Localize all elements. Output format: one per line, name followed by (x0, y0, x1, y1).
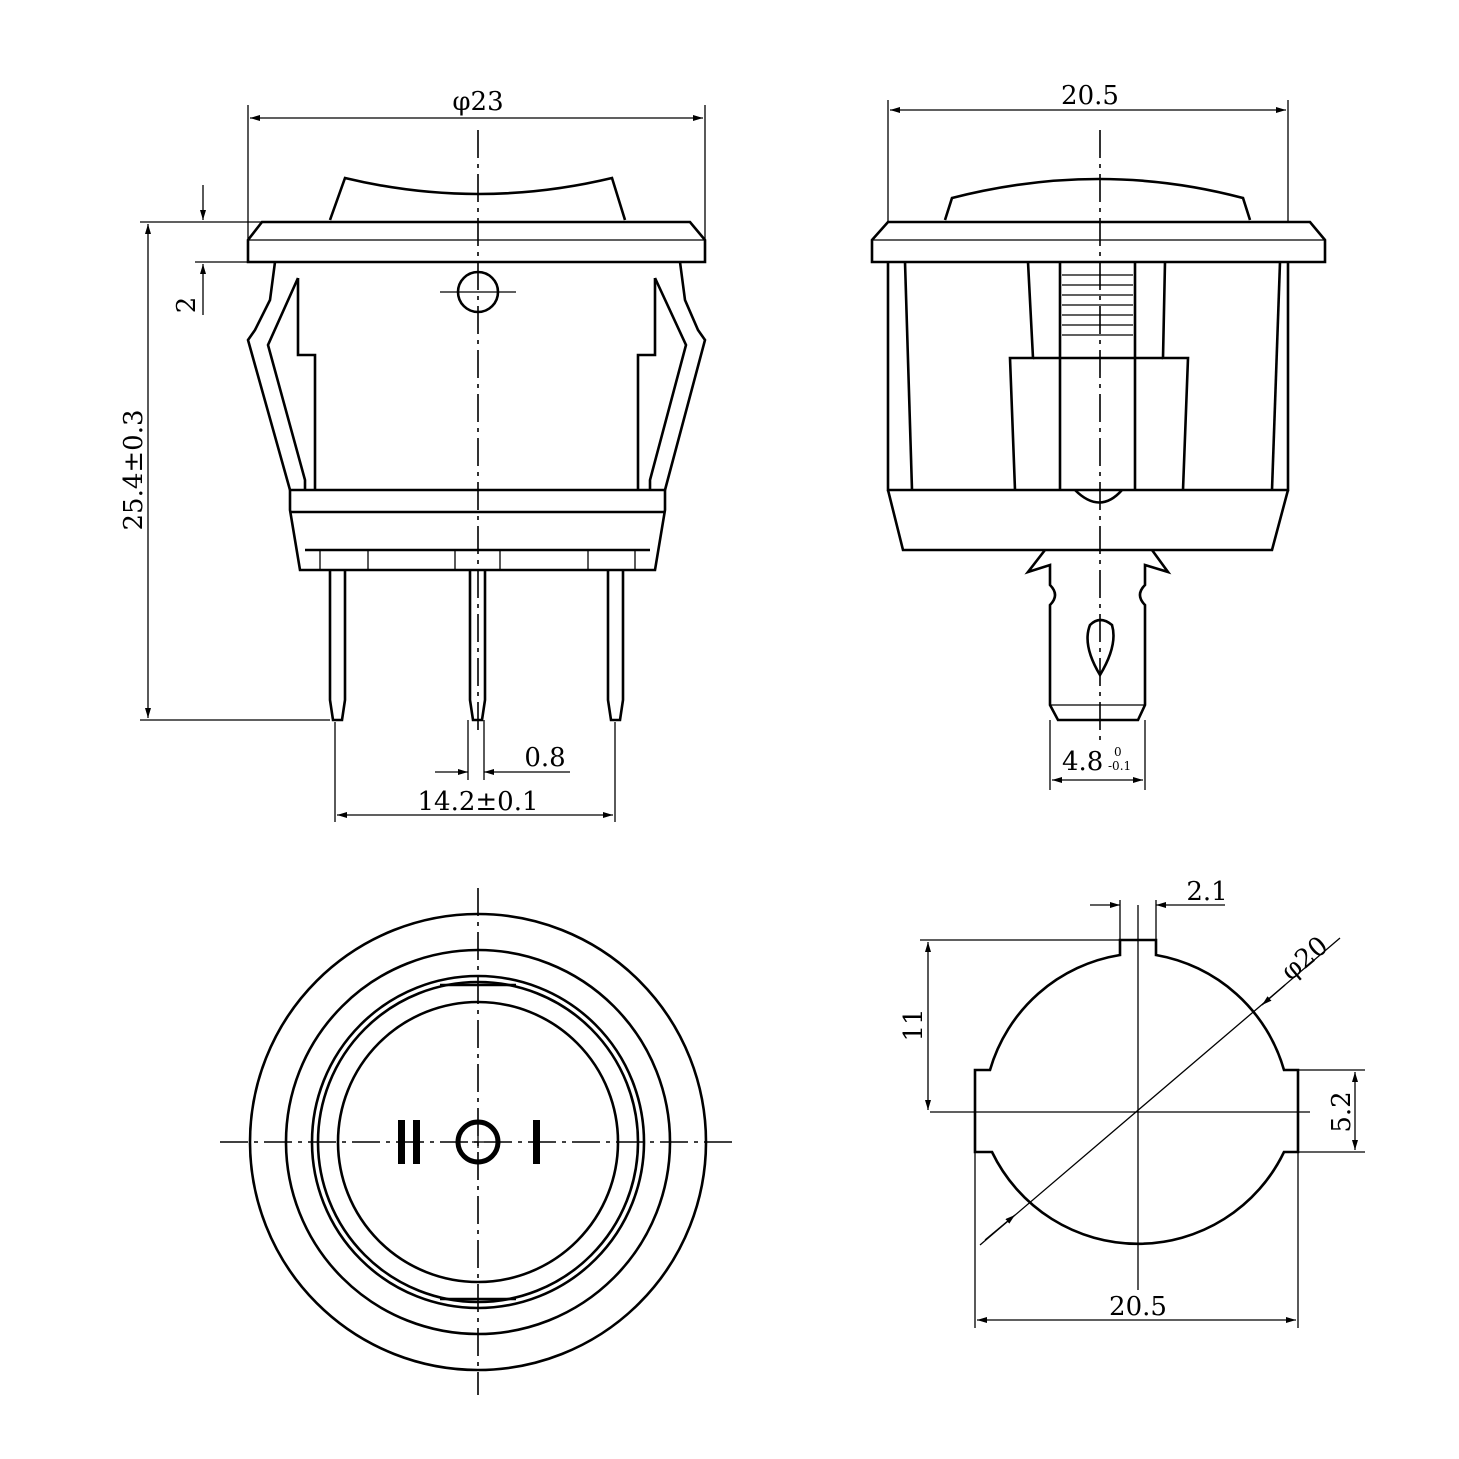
dim-side-notch-5-2: 5.2 (1327, 1091, 1357, 1132)
front-view: φ23 2 25.4±0.3 0.8 14.2±0.1 (119, 87, 707, 822)
dim-pin-0-8: 0.8 (524, 743, 565, 773)
tol-upper: 0 (1114, 745, 1122, 759)
dim-width-20-5: 20.5 (1061, 81, 1119, 111)
panel-cutout: φ20 2.1 11 5.2 20.5 (899, 877, 1365, 1328)
dim-flange-2: 2 (172, 297, 202, 314)
dim-pitch-14-2: 14.2±0.1 (417, 787, 538, 817)
side-view: 20.5 4.8 0 -0.1 (870, 81, 1327, 790)
grip-lines (1062, 274, 1133, 336)
dim-width-20-5-cutout: 20.5 (1109, 1292, 1167, 1322)
dim-notch-2-1: 2.1 (1186, 877, 1227, 907)
dim-terminal-4-8: 4.8 (1062, 747, 1103, 777)
dim-height-11: 11 (899, 1008, 929, 1041)
top-view (220, 888, 735, 1395)
dim-diameter-20: φ20 (1276, 931, 1335, 987)
tol-lower: -0.1 (1108, 759, 1131, 773)
dim-height-25-4: 25.4±0.3 (119, 409, 149, 530)
dim-diameter-23: φ23 (452, 87, 503, 117)
